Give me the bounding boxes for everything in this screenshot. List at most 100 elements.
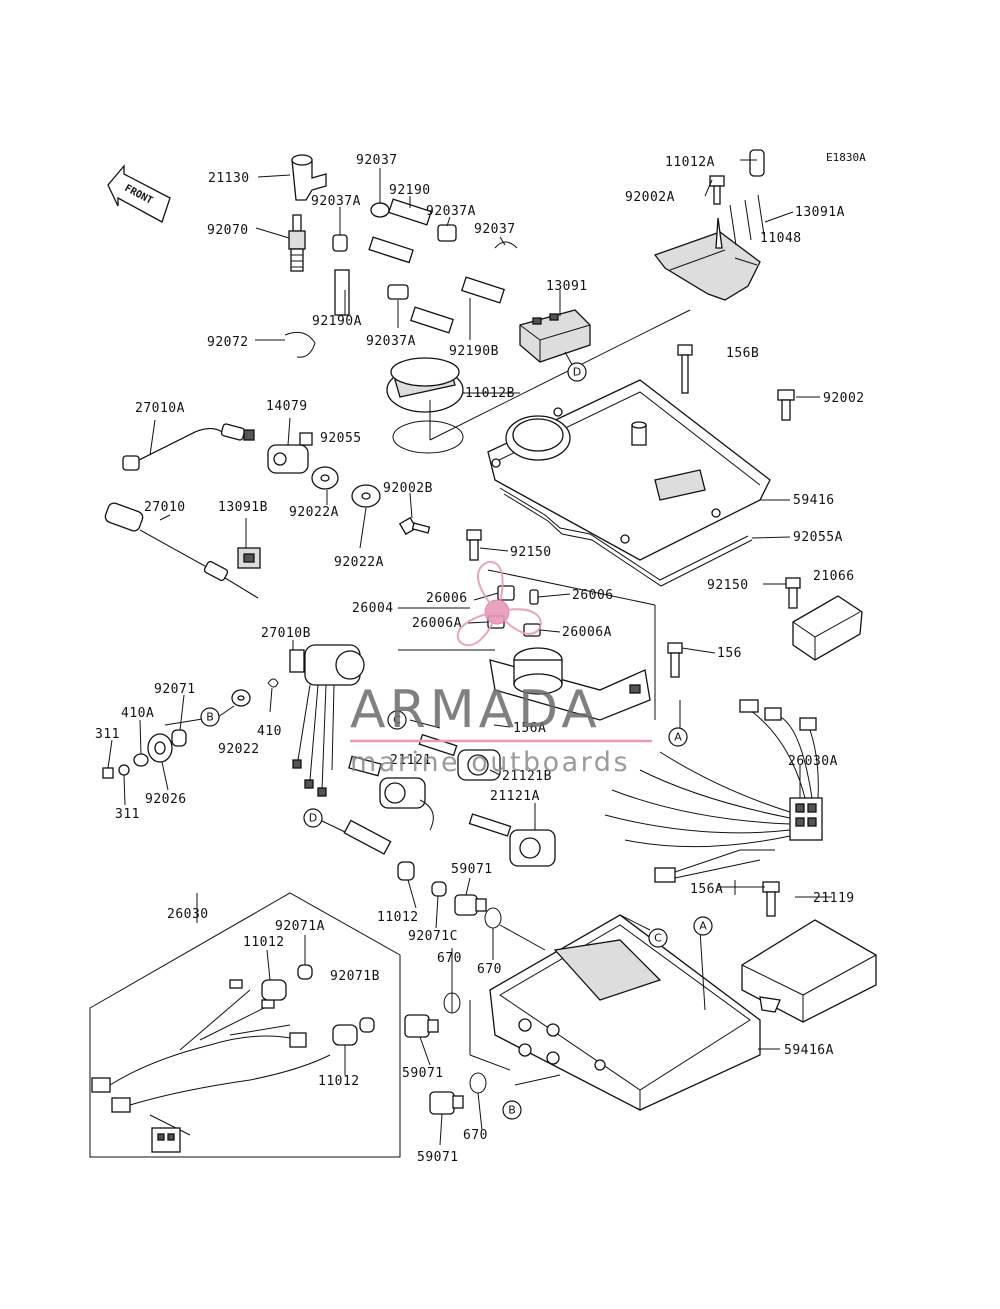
cdi-27010B-icon — [289, 644, 365, 797]
label-670-left: 670 — [437, 951, 462, 966]
label-21121A: 21121A — [490, 789, 540, 804]
svg-text:D: D — [309, 812, 317, 825]
label-92037A-right: 92037A — [426, 204, 476, 219]
bolt-92002-icon — [777, 389, 795, 421]
nut-311-top-icon — [102, 767, 114, 779]
clip-410-icon — [267, 678, 279, 688]
grommet-11012-box2-icon — [332, 1017, 375, 1046]
label-13091A: 13091A — [795, 205, 845, 220]
label-59071-center: 59071 — [451, 862, 493, 877]
harness-inset-box — [89, 892, 401, 1158]
label-59071-bottom: 59071 — [417, 1150, 459, 1165]
sensor-14079-icon — [267, 432, 313, 474]
label-92071B: 92071B — [330, 969, 380, 984]
label-92022A-1: 92022A — [289, 505, 339, 520]
label-92150-top: 92150 — [510, 545, 552, 560]
bolt-92002B-icon — [398, 516, 431, 536]
label-156B: 156B — [726, 346, 759, 361]
label-21066: 21066 — [813, 569, 855, 584]
nut-311-bottom-icon — [118, 764, 130, 776]
fitting-59071-l-icon — [404, 1014, 439, 1038]
svg-text:A: A — [699, 920, 707, 933]
electric-case-59416A-icon — [489, 914, 761, 1111]
ecu-21119-icon — [741, 919, 877, 1023]
svg-text:A: A — [674, 731, 682, 744]
grommet-11012-box1-icon — [261, 979, 287, 1001]
wire-harness-26030-icon — [91, 979, 331, 1153]
clip-13091B-icon — [237, 547, 261, 569]
regulator-21066-icon — [792, 595, 863, 661]
diagram-code: E1830A — [826, 151, 866, 164]
label-670-right: 670 — [477, 962, 502, 977]
callout-c-case: C — [648, 928, 668, 948]
bolt-92150-t-icon — [466, 529, 482, 561]
callout-c-left: C — [387, 710, 407, 730]
wire-clamp-13091A-icon — [715, 194, 765, 249]
label-26004: 26004 — [352, 601, 394, 616]
label-59071-left: 59071 — [402, 1066, 444, 1081]
spark-plug-icon — [288, 214, 306, 272]
grommet-92071A-icon — [297, 964, 313, 980]
o-ring-icon — [392, 420, 464, 454]
svg-text:C: C — [654, 932, 662, 945]
label-156A-right: 156A — [690, 882, 723, 897]
part-labels: 21130 92037 92037A 92190 92037A 92037 92… — [95, 153, 865, 1165]
label-311-top: 311 — [95, 727, 120, 742]
wire-harness-26030A-icon — [604, 699, 823, 883]
svg-text:B: B — [206, 711, 214, 724]
label-92071: 92071 — [154, 682, 196, 697]
label-26030: 26030 — [167, 907, 209, 922]
wire-holder-13091-icon — [519, 309, 591, 363]
propeller-logo-icon — [456, 560, 542, 647]
label-92037A-left: 92037A — [311, 194, 361, 209]
svg-text:B: B — [508, 1104, 516, 1117]
label-92022: 92022 — [218, 742, 260, 757]
label-92070: 92070 — [207, 223, 249, 238]
boot-92026-icon — [147, 733, 173, 763]
cap-11012B-icon — [386, 357, 464, 413]
label-14079: 14079 — [266, 399, 308, 414]
watermark: ARMADA marine outboards — [350, 560, 652, 778]
label-410: 410 — [257, 724, 282, 739]
bolt-92150-r-icon — [785, 577, 801, 609]
label-26006-left: 26006 — [426, 591, 468, 606]
label-311-bottom: 311 — [115, 807, 140, 822]
label-92026: 92026 — [145, 792, 187, 807]
coil-21121A-icon — [468, 813, 556, 867]
bolt-156A-r-icon — [762, 881, 780, 917]
label-21121B: 21121B — [502, 769, 552, 784]
sensor-27010A-icon — [122, 423, 255, 471]
label-92072: 92072 — [207, 335, 249, 350]
label-21121: 21121 — [390, 753, 432, 768]
label-92037A-bottom: 92037A — [366, 334, 416, 349]
label-92002: 92002 — [823, 391, 865, 406]
callout-b-left: B — [200, 707, 220, 727]
label-92037-right: 92037 — [474, 222, 516, 237]
washer-92022-icon — [231, 689, 251, 707]
label-27010B: 27010B — [261, 626, 311, 641]
callout-a-harness: A — [668, 727, 688, 747]
callout-a-case: A — [693, 916, 713, 936]
svg-text:C: C — [393, 714, 401, 727]
bolt-92002A-icon — [709, 175, 725, 205]
callout-d-left: D — [303, 808, 323, 828]
vent-hoses-icon — [332, 198, 518, 334]
label-11012A: 11012A — [665, 155, 715, 170]
front-arrow-icon: FRONT — [107, 164, 171, 223]
watermark-brand: ARMADA — [350, 680, 601, 740]
washer-410A-icon — [133, 753, 149, 767]
washer-92022A-1-icon — [311, 466, 339, 490]
fitting-59071-b-icon — [429, 1091, 464, 1115]
label-670-bottom: 670 — [463, 1128, 488, 1143]
coil-21121-icon — [348, 755, 434, 831]
label-59416A: 59416A — [784, 1043, 834, 1058]
label-92022A-2: 92022A — [334, 555, 384, 570]
label-26006-right: 26006 — [572, 588, 614, 603]
callout-b-case: B — [502, 1100, 522, 1120]
label-92190B: 92190B — [449, 344, 499, 359]
electric-case-cover-59416-icon — [487, 379, 771, 561]
label-92150-right: 92150 — [707, 578, 749, 593]
hose-D-icon — [343, 819, 392, 855]
washer-92022A-2-icon — [351, 484, 381, 508]
